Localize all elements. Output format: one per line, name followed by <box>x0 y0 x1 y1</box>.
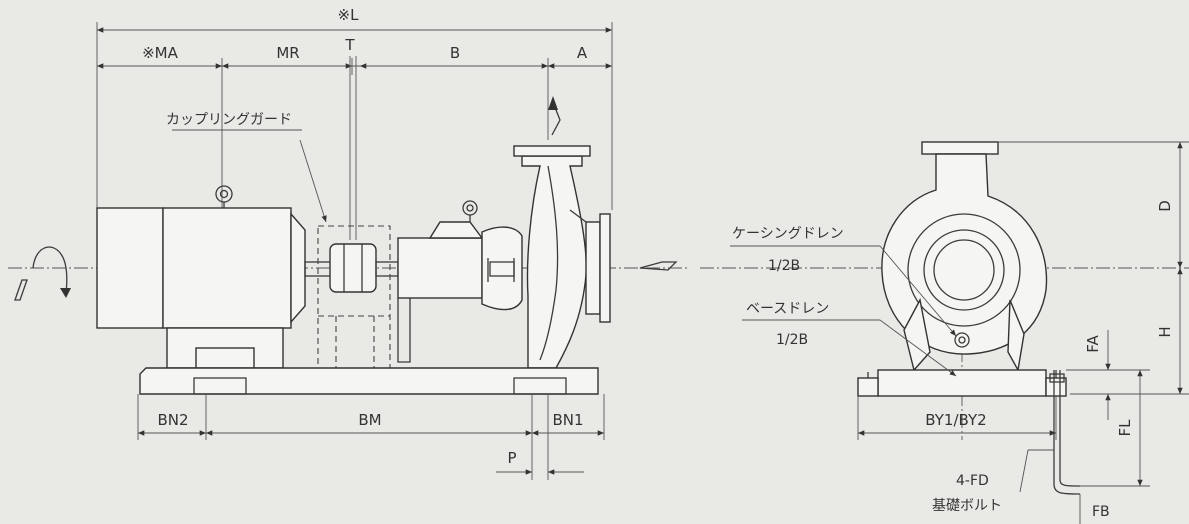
dim-H: H <box>1156 326 1174 337</box>
pump-casing <box>513 145 611 369</box>
volute-casing <box>881 141 1048 373</box>
casing-drain-size: 1/2B <box>768 258 800 274</box>
dim-T: T <box>344 36 355 54</box>
lifting-eye-icon <box>215 185 233 208</box>
rotation-arrow-icon <box>14 246 71 301</box>
dim-MA: ※MA <box>142 44 179 62</box>
lifting-eye-icon <box>462 200 478 222</box>
dim-D: D <box>1156 200 1174 212</box>
flow-arrow-icon <box>548 96 678 271</box>
foundation-bolt-label: 基礎ボルト <box>932 497 1002 514</box>
base-drain-size: 1/2B <box>776 332 808 348</box>
dim-4-FD: 4-FD <box>956 473 989 489</box>
dim-FA: FA <box>1084 335 1102 353</box>
casing-drain-label: ケーシングドレン <box>732 226 844 242</box>
side-view: ※L ※MA MR T B A <box>8 6 690 480</box>
front-view: ケーシングドレン 1/2B ベースドレン 1/2B D H FA BY1/BY2… <box>700 141 1189 524</box>
coupling-guard-label: カップリングガード <box>166 112 292 128</box>
base-plate <box>139 367 599 395</box>
dim-B: B <box>450 44 460 62</box>
dim-BY1-BY2: BY1/BY2 <box>925 411 986 429</box>
front-dimensions <box>857 141 1189 524</box>
dim-BN1: BN1 <box>552 411 583 429</box>
dim-MR: MR <box>276 44 299 62</box>
motor <box>96 185 306 369</box>
bearing-bracket <box>397 200 523 363</box>
bottom-dimensions <box>137 394 605 480</box>
coupling <box>304 243 399 293</box>
foundation-bolt-icon <box>1049 370 1081 495</box>
dim-FL: FL <box>1116 419 1134 437</box>
base-drain-label: ベースドレン <box>746 301 829 317</box>
dim-BM: BM <box>358 411 381 429</box>
front-base <box>857 369 1067 397</box>
dim-A: A <box>577 44 588 62</box>
dim-overall-L: ※L <box>338 6 360 24</box>
dim-FB: FB <box>1092 504 1110 520</box>
casing-drain-icon <box>954 332 970 348</box>
dim-BN2: BN2 <box>157 411 188 429</box>
dim-P: P <box>507 449 516 467</box>
